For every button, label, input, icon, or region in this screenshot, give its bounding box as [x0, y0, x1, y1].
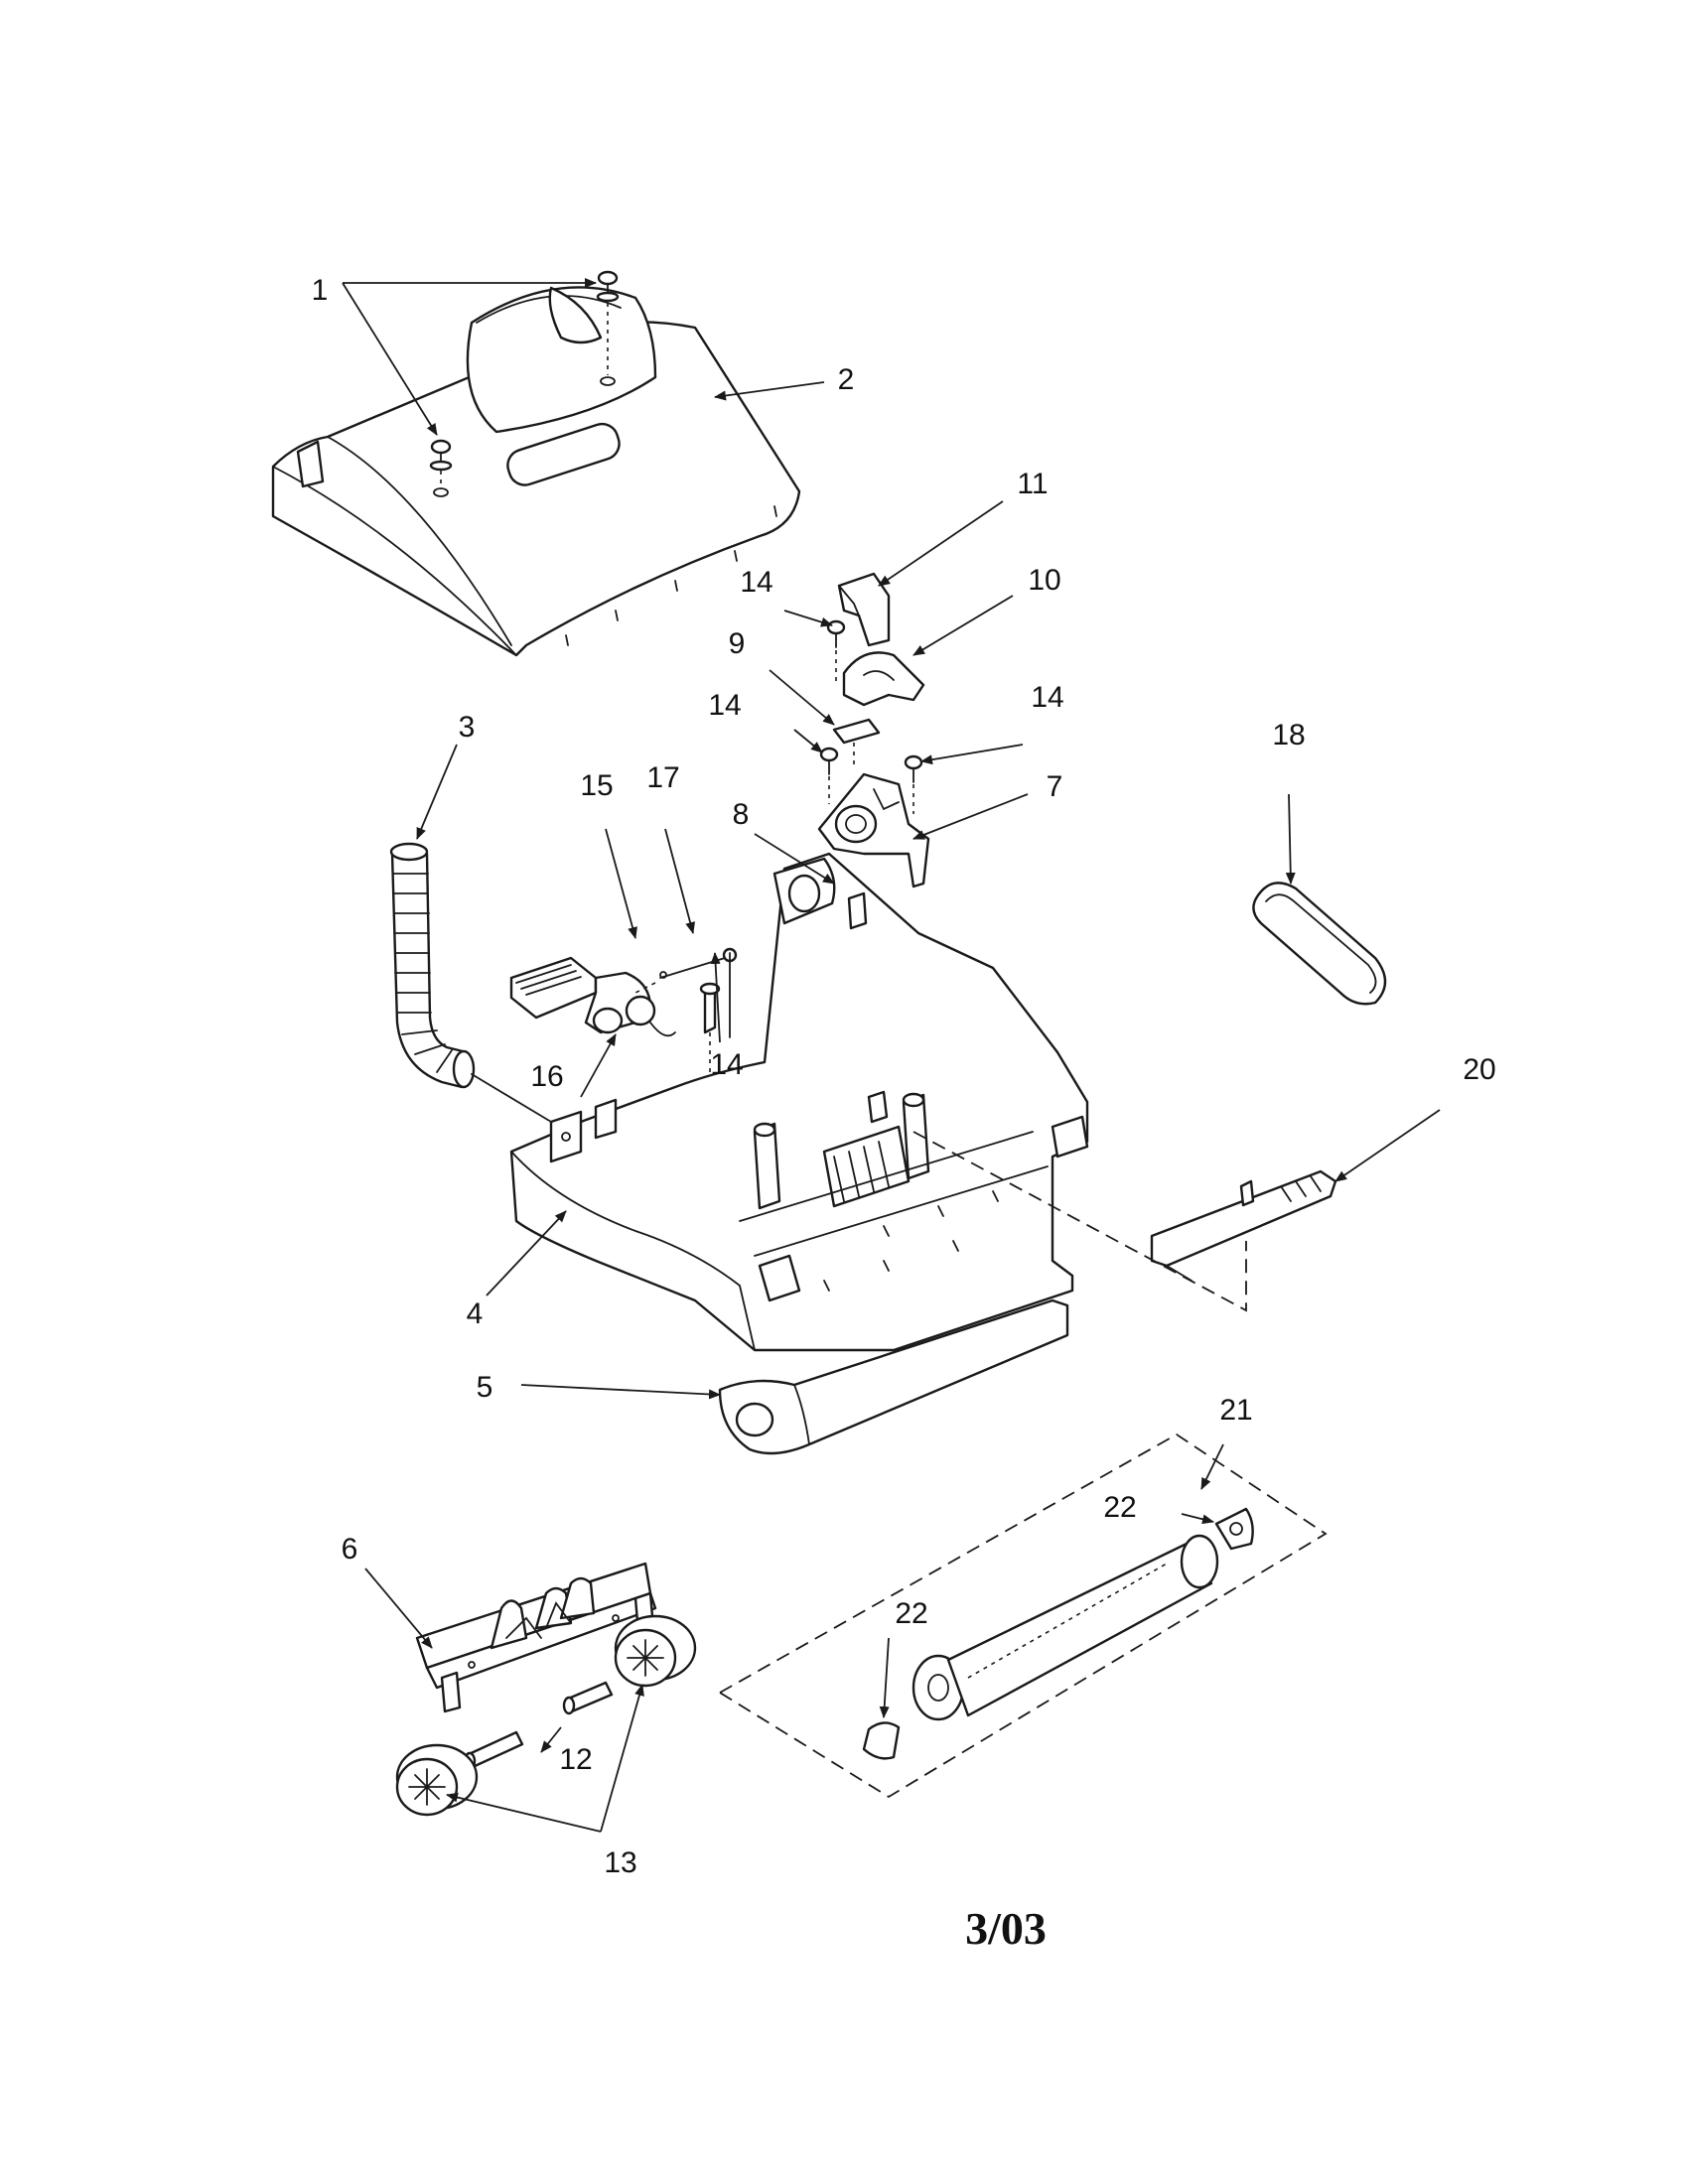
axle-bracket	[415, 1562, 657, 1713]
hose	[389, 842, 552, 1123]
pedal-assembly	[509, 947, 738, 1082]
callout-2: 2	[838, 363, 855, 396]
callout-22-right: 22	[1103, 1491, 1136, 1524]
belt	[1252, 882, 1387, 1006]
assembly-line-brushroll	[912, 1131, 1247, 1312]
screw-part-1-right	[596, 270, 620, 386]
callout-8: 8	[733, 798, 750, 831]
callout-14-right: 14	[1031, 681, 1063, 714]
callout-21: 21	[1219, 1394, 1252, 1427]
callout-14-bottom: 14	[710, 1048, 743, 1081]
bracket-assembly	[817, 572, 930, 943]
guide	[1150, 1169, 1337, 1282]
callout-18: 18	[1272, 719, 1305, 751]
callout-5: 5	[477, 1371, 493, 1404]
callout-15: 15	[580, 769, 613, 802]
callout-3: 3	[459, 711, 476, 744]
wheel-left	[395, 1743, 479, 1817]
wheel-right	[614, 1614, 697, 1688]
screw-part-1-left	[429, 439, 453, 497]
base-housing	[509, 852, 1089, 1352]
callout-16: 16	[530, 1060, 563, 1093]
top-cover	[271, 286, 801, 657]
brushroll-kit	[718, 1433, 1328, 1799]
callout-6: 6	[342, 1533, 358, 1566]
callout-1: 1	[312, 274, 329, 307]
leader-lines	[342, 278, 1441, 1833]
revision-date: 3/03	[965, 1903, 1047, 1954]
callout-labels: 1 2 3 4 5 6 7 8 9 10 11 12 13 14 14 14 1…	[312, 274, 1496, 1879]
callout-10: 10	[1028, 564, 1060, 597]
callout-17: 17	[646, 761, 679, 794]
callout-12: 12	[559, 1743, 592, 1776]
callout-7: 7	[1047, 770, 1063, 803]
bumper	[718, 1298, 1069, 1455]
callout-11: 11	[1017, 468, 1048, 500]
callout-20: 20	[1463, 1053, 1495, 1086]
callout-14-left: 14	[708, 689, 741, 722]
callout-22-left: 22	[895, 1597, 927, 1630]
callout-9: 9	[729, 627, 746, 660]
callout-4: 4	[467, 1297, 484, 1330]
callout-13: 13	[604, 1846, 636, 1879]
callout-14-top: 14	[740, 566, 772, 599]
